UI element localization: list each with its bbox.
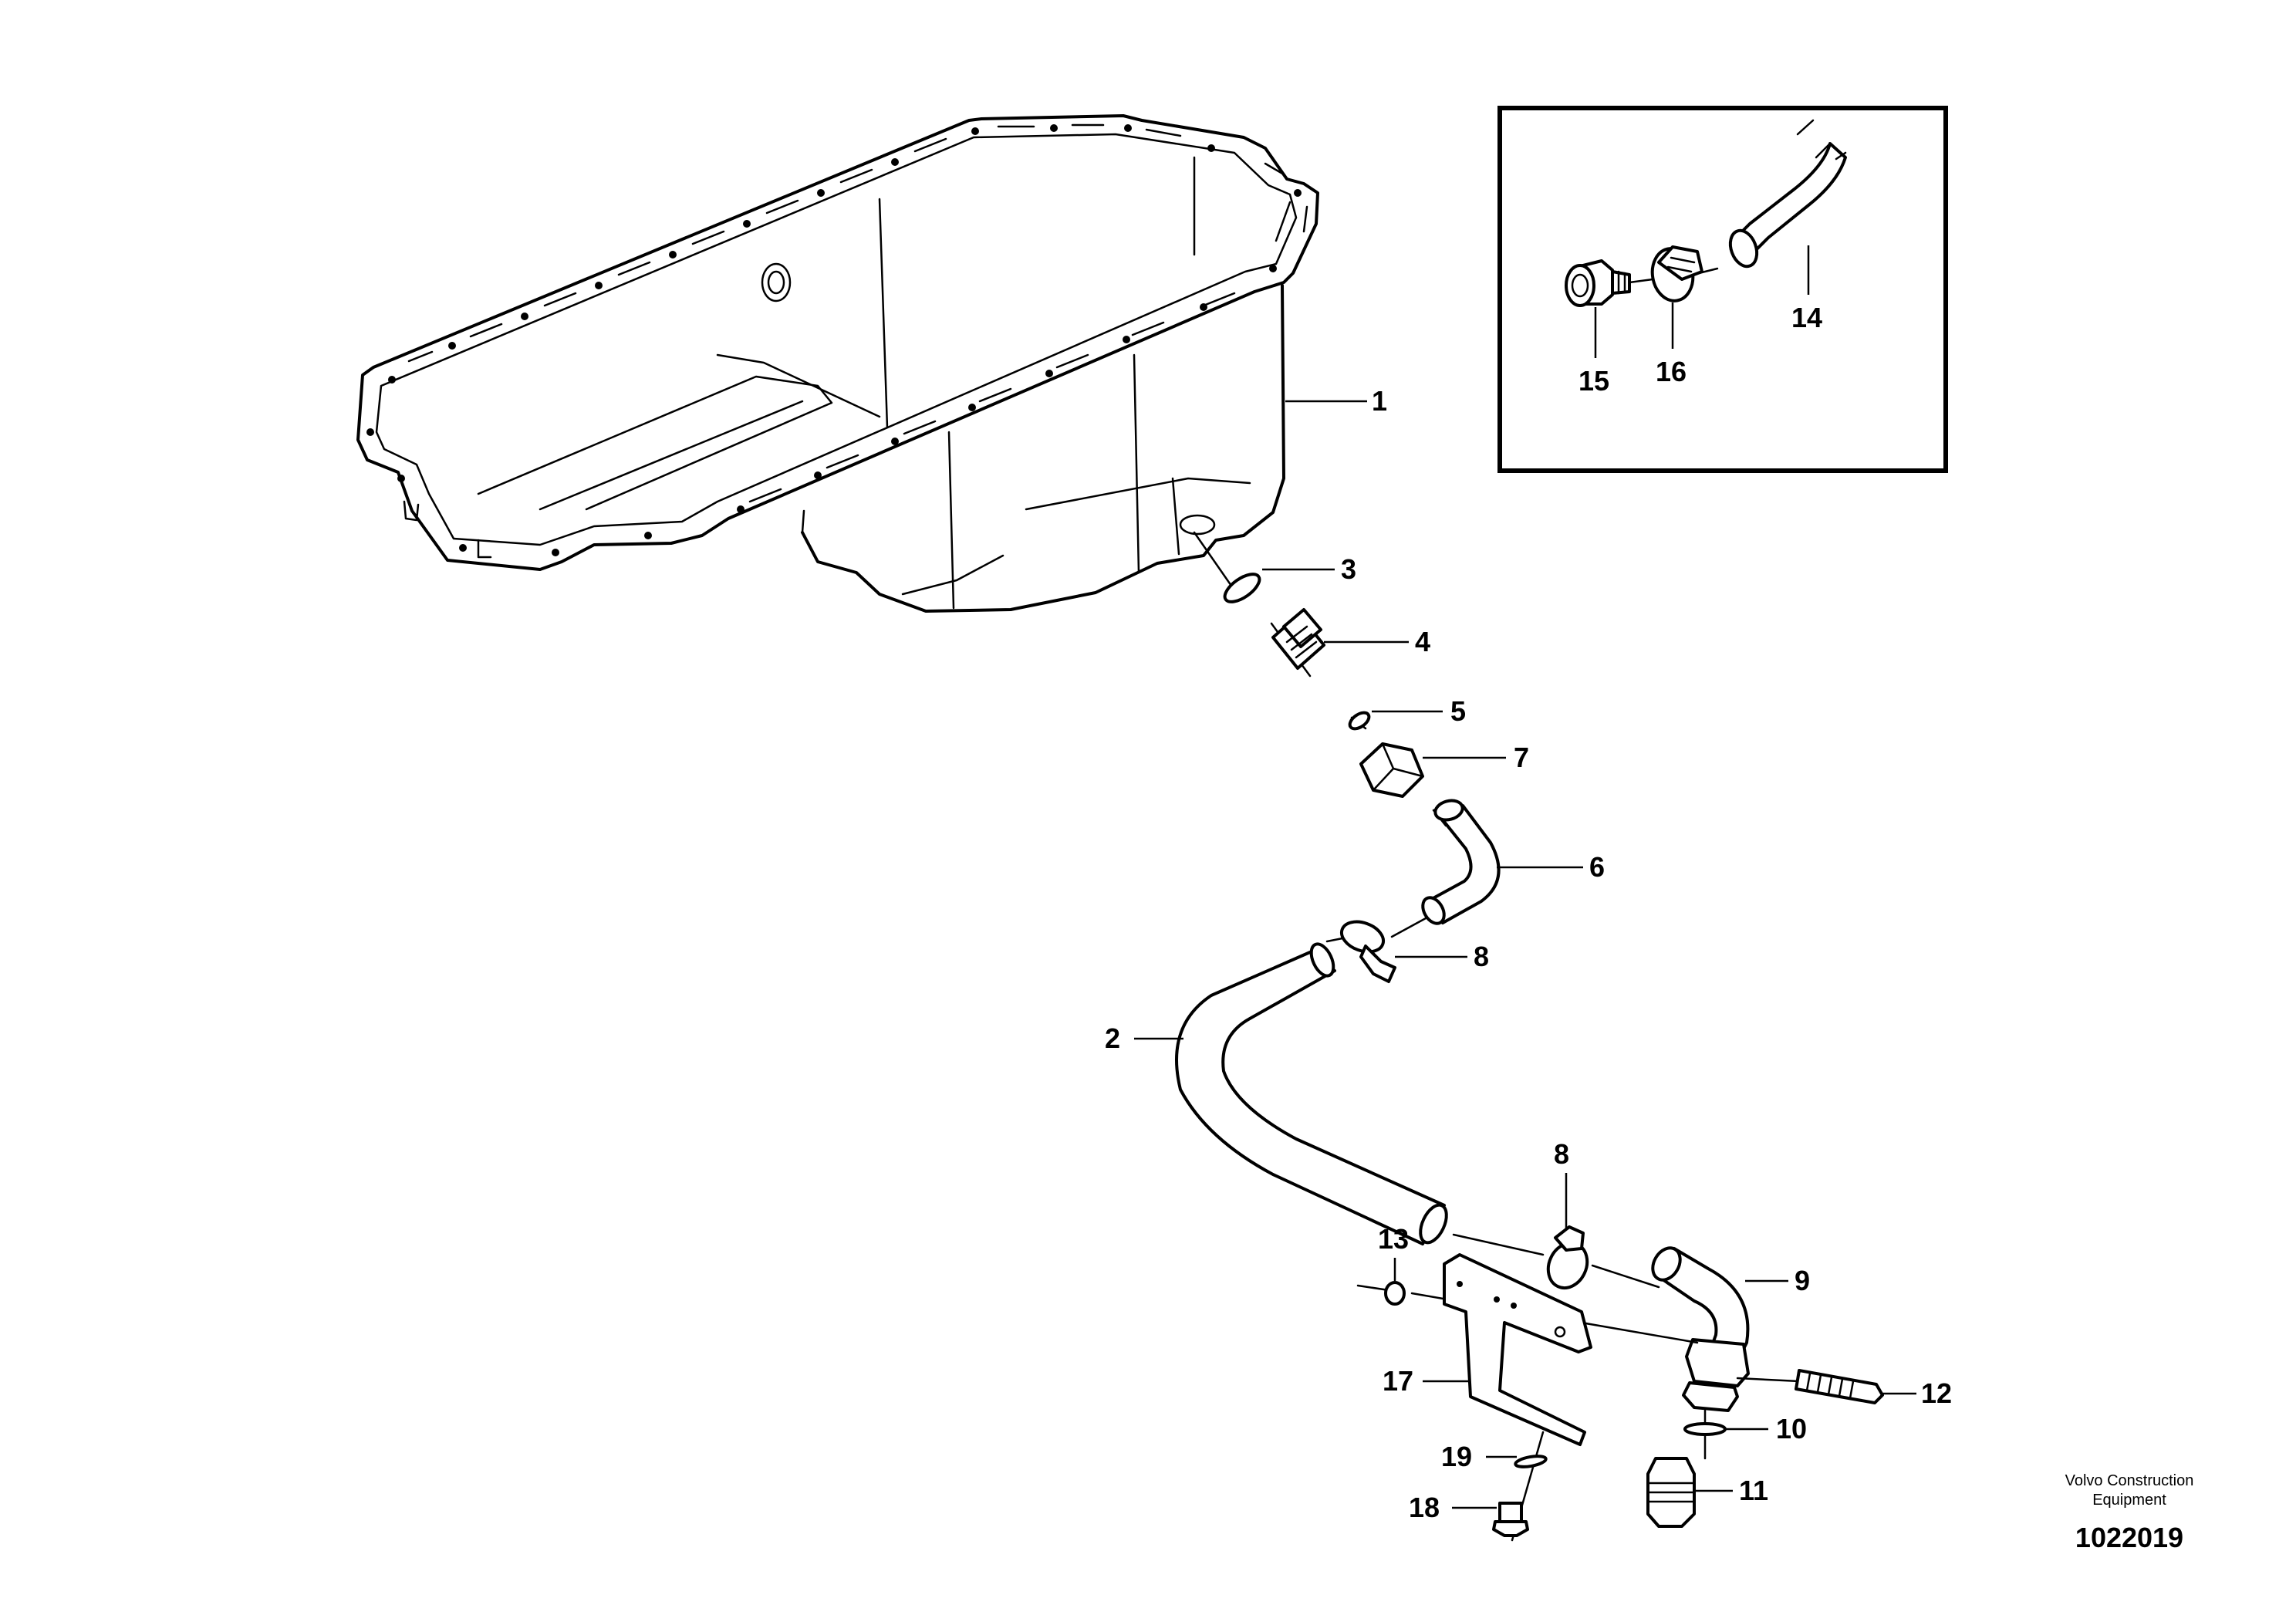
svg-text:19: 19 bbox=[1441, 1441, 1472, 1472]
callout-2: 2 bbox=[1105, 1022, 1183, 1054]
svg-text:18: 18 bbox=[1409, 1492, 1440, 1523]
callout-7: 7 bbox=[1423, 742, 1529, 773]
svg-text:13: 13 bbox=[1378, 1223, 1409, 1255]
callout-13: 13 bbox=[1378, 1223, 1409, 1281]
callout-15: 15 bbox=[1578, 307, 1609, 397]
nut-13[interactable] bbox=[1384, 1281, 1406, 1306]
hose-clamp-8-upper[interactable] bbox=[1338, 917, 1396, 983]
inset-detail: 15 16 14 bbox=[1497, 106, 1948, 473]
svg-text:5: 5 bbox=[1450, 695, 1466, 727]
callout-11: 11 bbox=[1694, 1475, 1768, 1506]
callout-17: 17 bbox=[1383, 1365, 1469, 1397]
callout-3: 3 bbox=[1262, 553, 1356, 585]
svg-text:14: 14 bbox=[1791, 302, 1822, 333]
callout-4: 4 bbox=[1324, 626, 1430, 657]
pipe-bend-9[interactable] bbox=[1647, 1243, 1750, 1412]
brand-name: Volvo Construction bbox=[2065, 1472, 2194, 1489]
callout-8-lower: 8 bbox=[1554, 1138, 1569, 1230]
brand-block: Volvo Construction Equipment 1022019 bbox=[2021, 1471, 2237, 1554]
svg-text:8: 8 bbox=[1554, 1138, 1569, 1170]
svg-text:11: 11 bbox=[1739, 1475, 1768, 1506]
bolt-18[interactable] bbox=[1492, 1502, 1529, 1537]
callout-5: 5 bbox=[1372, 695, 1466, 727]
svg-text:12: 12 bbox=[1921, 1377, 1952, 1409]
svg-text:7: 7 bbox=[1514, 742, 1529, 773]
callout-16: 16 bbox=[1656, 302, 1687, 387]
callout-18: 18 bbox=[1409, 1492, 1497, 1523]
svg-text:16: 16 bbox=[1656, 356, 1687, 387]
banjo-bolt-12[interactable] bbox=[1795, 1369, 1884, 1404]
callout-10: 10 bbox=[1725, 1413, 1807, 1445]
brand-name-line2: Equipment bbox=[2092, 1492, 2166, 1509]
callout-14: 14 bbox=[1791, 245, 1822, 333]
adapter-nipple-4[interactable] bbox=[1271, 608, 1325, 670]
hose-14[interactable] bbox=[1726, 119, 1847, 270]
hose-2[interactable] bbox=[1175, 941, 1452, 1246]
bracket-17[interactable] bbox=[1443, 1253, 1592, 1446]
illustration-reference-number: 1022019 bbox=[2075, 1522, 2184, 1553]
oil-pan[interactable] bbox=[356, 114, 1319, 613]
svg-text:3: 3 bbox=[1341, 553, 1356, 585]
elbow-pipe-6[interactable] bbox=[1419, 798, 1501, 928]
callout-12: 12 bbox=[1882, 1377, 1952, 1409]
callout-19: 19 bbox=[1441, 1441, 1517, 1472]
callout-6: 6 bbox=[1497, 851, 1605, 883]
callout-8-upper: 8 bbox=[1395, 941, 1489, 972]
o-ring-3[interactable] bbox=[1221, 569, 1264, 607]
callout-9: 9 bbox=[1745, 1265, 1810, 1296]
svg-text:9: 9 bbox=[1795, 1265, 1810, 1296]
svg-text:8: 8 bbox=[1474, 941, 1489, 972]
svg-text:2: 2 bbox=[1105, 1022, 1120, 1054]
svg-text:1: 1 bbox=[1372, 385, 1387, 417]
nipple-11[interactable] bbox=[1646, 1457, 1696, 1528]
hose-clamp-8-lower[interactable] bbox=[1541, 1225, 1595, 1294]
svg-text:17: 17 bbox=[1383, 1365, 1413, 1397]
washer-19[interactable] bbox=[1514, 1455, 1548, 1469]
svg-text:10: 10 bbox=[1776, 1413, 1807, 1445]
washer-10[interactable] bbox=[1683, 1422, 1727, 1436]
seal-ring-5[interactable] bbox=[1347, 709, 1372, 732]
union-nut-7[interactable] bbox=[1359, 742, 1424, 798]
svg-text:15: 15 bbox=[1578, 365, 1609, 397]
hose-clamp-16[interactable] bbox=[1648, 245, 1703, 304]
connector-15[interactable] bbox=[1565, 259, 1631, 307]
svg-text:6: 6 bbox=[1589, 851, 1605, 883]
svg-text:4: 4 bbox=[1415, 626, 1430, 657]
callout-1: 1 bbox=[1285, 385, 1387, 417]
